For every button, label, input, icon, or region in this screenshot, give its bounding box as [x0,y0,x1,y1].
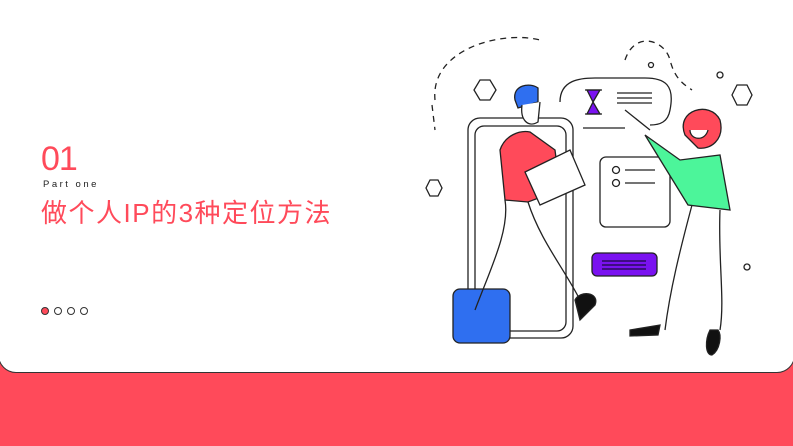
pagination-dot-4[interactable] [80,307,88,315]
section-number: 01 [41,140,78,178]
woman-figure [624,108,731,356]
speech-bubble [559,77,672,126]
section-title: 做个人IP的3种定位方法 [41,198,333,228]
small-circle-icon [647,61,655,69]
blue-square [452,288,511,344]
dashed-arc-left [434,36,541,101]
list-card [599,156,671,228]
pagination-dots [41,307,88,315]
small-circle-icon [716,71,724,79]
hexagon-icon [473,79,497,101]
pagination-dot-1[interactable] [41,307,49,315]
pagination-dot-3[interactable] [67,307,75,315]
illustration [425,36,753,356]
slide-card [0,0,793,373]
section-subtitle: Part one [43,179,99,190]
small-circle-icon [743,263,751,271]
hourglass-icon [585,89,602,115]
hexagon-icon [731,84,753,106]
pagination-dot-2[interactable] [54,307,62,315]
hexagon-icon [425,179,443,197]
man-figure [474,84,597,322]
phone-frame [467,117,574,339]
dashed-arc-right [624,40,693,91]
